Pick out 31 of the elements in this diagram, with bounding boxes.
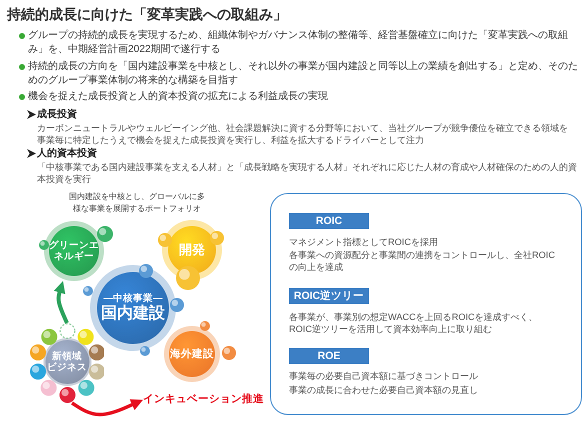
bubble-cluster: [30, 323, 104, 403]
diagram-caption: 国内建設を中核とし、グローバルに多様な事業を展開するポートフォリオ: [68, 191, 206, 215]
circle-label: グリーンエネルギー: [49, 240, 99, 262]
body-text: 各事業が、事業別の想定WACCを上回るROICを達成すべく、ROIC逆ツリーを活用して資本効率向上に取り組む: [289, 311, 539, 336]
circle-label: 海外建設: [170, 348, 214, 360]
circle-node: [164, 321, 236, 382]
circle-node: [39, 221, 113, 281]
bullet-text: グループの持続的成長を実現するため、組織体制やガバナンス体制の整備等、経営基盤確立に向けた「変革実践への取組み」を、中期経営計画2022期間で遂行する: [28, 29, 569, 57]
bullet-text: 持続的成長の方向を「国内建設事業を中核とし、それ以外の事業が国内建設と同等以上の業績を創出する」と定め、そのためのグループ事業体制の将来的な構築を目指す: [28, 60, 579, 88]
body-text: 各事業への資源配分と事業間の連携をコントロールし、全社ROICの向上を達成: [289, 249, 556, 274]
body-text: 事業毎の必要自己資本額に基づきコントロール: [289, 370, 479, 382]
body-text: マネジメント指標としてROICを採用: [289, 236, 439, 248]
paragraph: カーボンニュートラルやウェルビーイング他、社会課題解決に資する分野等において、当社グループが競争優位を確立できる領域を事業毎に特定したうえで機会を捉えた成長投資を実行し、利益を拡大するドライバーとして注力: [37, 122, 569, 147]
subheading: 成長投資: [37, 108, 77, 121]
circle-label: 新領域ビジネス: [46, 350, 88, 374]
paragraph: 「中核事業である国内建設事業を支える人材」と「成長戦略を実現する人材」それぞれに応じた人材の育成や人材確保のための人的資本投資を実行: [37, 160, 577, 186]
curved-arrow: [54, 281, 69, 324]
bullet-text: 機会を捉えた成長投資と人的資本投資の拡充による利益成長の実現: [28, 90, 329, 104]
subheading: 人的資本投資: [37, 146, 97, 160]
highlight-label: インキュベーション推進: [143, 393, 264, 407]
section-header: ROIC: [289, 213, 369, 229]
body-text: 事業の成長に合わせた必要自己資本額の見直し: [289, 384, 479, 396]
section-header: ROIC逆ツリー: [289, 288, 369, 304]
section-header: ROE: [289, 348, 369, 364]
circle-label: 開発: [179, 242, 205, 258]
curved-arrow: [71, 399, 143, 416]
circle-label: ―中核事業―: [104, 292, 162, 304]
title: 持続的成長に向けた「変革実践への取組み」: [7, 6, 287, 22]
circle-label: 国内建設: [101, 304, 165, 324]
rounded-panel: [270, 193, 582, 415]
circle-node: [158, 220, 224, 290]
